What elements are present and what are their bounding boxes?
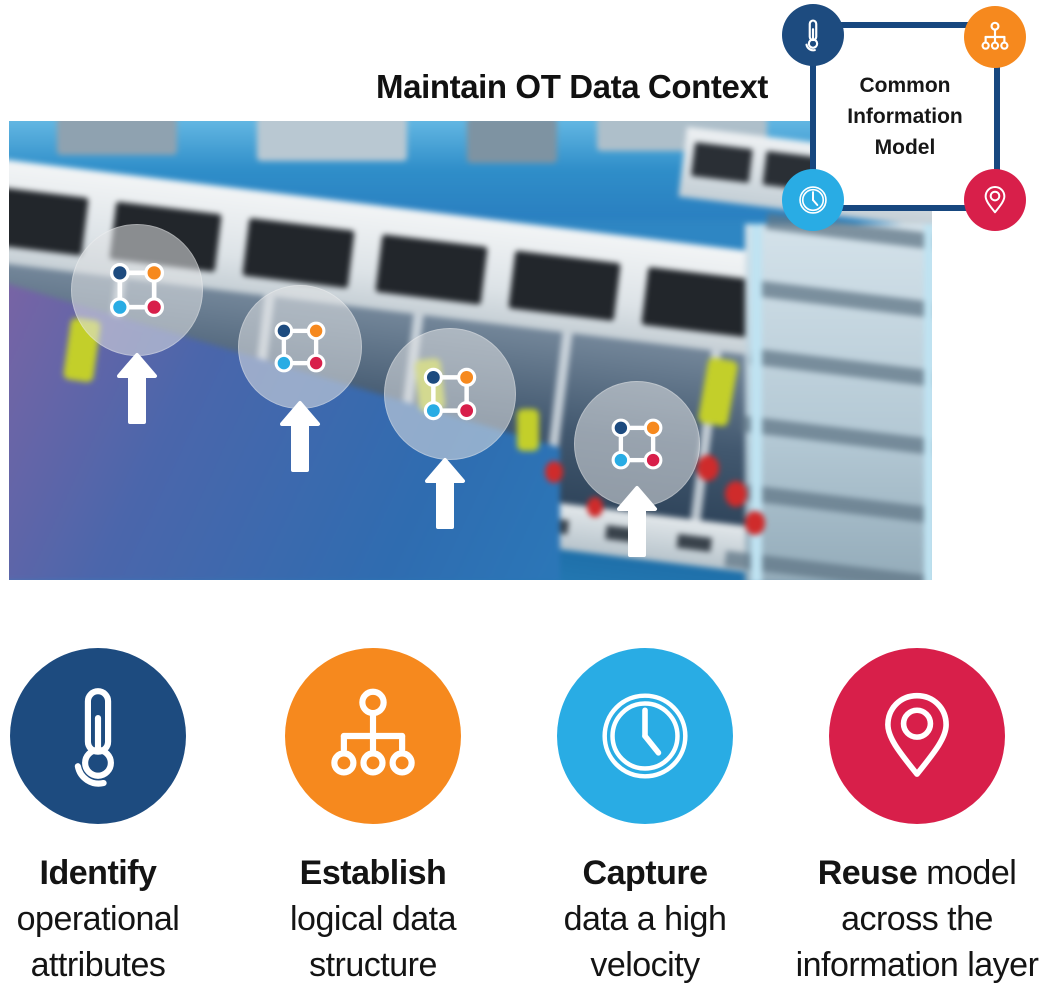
up-arrow-icon bbox=[425, 458, 465, 529]
step-description: operational attributes bbox=[16, 900, 180, 984]
step-establish-circle bbox=[285, 648, 461, 824]
cim-corner-hierarchy bbox=[964, 6, 1026, 68]
location-pin-icon bbox=[984, 186, 1006, 214]
step-keyword: Reuse bbox=[817, 854, 918, 892]
cim-label-line: Information bbox=[847, 105, 963, 128]
cim-label-line: Model bbox=[874, 136, 936, 159]
step-description: data a high velocity bbox=[563, 900, 727, 984]
cim-label-line: Common bbox=[859, 74, 951, 97]
data-model-hotspot bbox=[71, 224, 203, 356]
square-node-glyph bbox=[611, 418, 663, 470]
thermometer-icon bbox=[74, 688, 114, 787]
cim-corner-thermometer bbox=[782, 4, 844, 66]
up-arrow-icon bbox=[280, 401, 320, 472]
data-model-hotspot bbox=[384, 328, 516, 460]
square-node-glyph bbox=[423, 367, 477, 421]
step-identify-label: Identify operational attributes bbox=[0, 850, 203, 988]
step-capture-label: Capture data a high velocity bbox=[559, 850, 731, 988]
step-keyword: Capture bbox=[582, 854, 708, 892]
step-establish-label: Establish logical data structure bbox=[267, 850, 479, 988]
cim-corner-location-pin bbox=[964, 169, 1026, 231]
step-identify-circle bbox=[10, 648, 186, 824]
clock-icon bbox=[799, 186, 827, 214]
clock-icon bbox=[602, 693, 688, 779]
step-reuse-label: Reuse model across the information layer bbox=[777, 850, 1056, 988]
step-description: logical data structure bbox=[289, 900, 457, 984]
step-keyword: Identify bbox=[39, 854, 157, 892]
step-capture-circle bbox=[557, 648, 733, 824]
square-node-glyph bbox=[109, 262, 165, 318]
step-description: model across the information layer bbox=[795, 854, 1039, 984]
hierarchy-icon bbox=[981, 21, 1009, 50]
square-node-glyph bbox=[274, 321, 326, 373]
cim-corner-clock bbox=[782, 169, 844, 231]
location-pin-icon bbox=[885, 692, 949, 777]
data-model-hotspot bbox=[574, 381, 700, 507]
page-title: Maintain OT Data Context bbox=[376, 68, 768, 105]
data-model-hotspot bbox=[238, 285, 362, 409]
up-arrow-icon bbox=[117, 353, 157, 424]
up-arrow-icon bbox=[617, 486, 657, 557]
hierarchy-icon bbox=[331, 688, 415, 776]
factory-photo bbox=[9, 121, 932, 580]
thermometer-icon bbox=[805, 19, 819, 52]
step-keyword: Establish bbox=[299, 854, 447, 892]
step-reuse-circle bbox=[829, 648, 1005, 824]
